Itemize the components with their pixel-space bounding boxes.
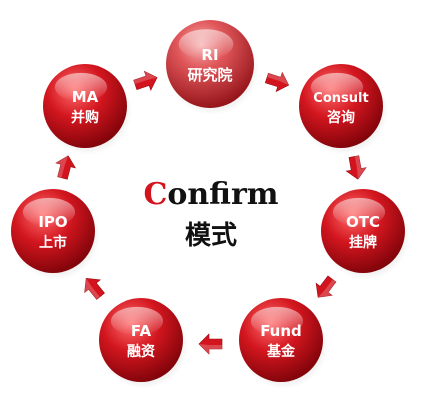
node-fa: FA 融资 bbox=[99, 298, 188, 389]
node-gloss bbox=[110, 306, 164, 336]
flow-arrow-icon bbox=[84, 278, 105, 300]
flow-arrow-icon bbox=[55, 155, 77, 180]
flow-arrow-icon bbox=[345, 155, 367, 180]
node-label-en: Consult bbox=[313, 91, 368, 106]
flow-arrow-icon bbox=[315, 275, 337, 298]
node-consult: Consult 咨询 bbox=[299, 64, 388, 155]
node-label-cn: 咨询 bbox=[327, 109, 355, 126]
node-gloss bbox=[178, 29, 234, 60]
node-gloss bbox=[250, 306, 304, 336]
node-ipo: IPO 上市 bbox=[11, 189, 100, 280]
center-title-initial: C bbox=[143, 177, 167, 212]
node-gloss bbox=[332, 197, 386, 227]
node-label-en: FA bbox=[131, 322, 152, 340]
node-label-en: RI bbox=[201, 46, 218, 64]
node-label-cn: 上市 bbox=[39, 234, 67, 251]
node-label-en: Fund bbox=[260, 322, 302, 340]
flow-arrow-icon bbox=[198, 333, 223, 355]
arrows-layer bbox=[55, 70, 367, 355]
node-label-cn: 基金 bbox=[267, 343, 296, 360]
flow-arrow-icon bbox=[133, 70, 158, 92]
node-otc: OTC 挂牌 bbox=[321, 189, 410, 280]
nodes-layer: RI 研究院 Consult 咨询 OTC 挂牌 Fund 基金 FA 融资 IPO 上市 MA 并购 bbox=[11, 20, 410, 389]
center-title: Confirm bbox=[143, 177, 278, 212]
center-subtitle: 模式 bbox=[185, 221, 237, 251]
node-label-cn: 融资 bbox=[127, 343, 155, 360]
node-label-cn: 并购 bbox=[71, 109, 99, 126]
node-label-en: IPO bbox=[38, 213, 67, 231]
node-label-cn: 研究院 bbox=[187, 66, 232, 84]
node-ma: MA 并购 bbox=[43, 64, 132, 155]
node-fund: Fund 基金 bbox=[239, 298, 328, 389]
center-label: Confirm 模式 bbox=[143, 177, 278, 251]
center-title-rest: onfirm bbox=[167, 177, 278, 212]
node-gloss bbox=[22, 197, 76, 227]
node-gloss bbox=[310, 72, 364, 102]
node-gloss bbox=[54, 72, 108, 102]
node-ri: RI 研究院 bbox=[166, 20, 259, 115]
flow-arrow-icon bbox=[264, 71, 290, 93]
node-label-en: OTC bbox=[346, 213, 380, 231]
node-label-cn: 挂牌 bbox=[349, 234, 377, 251]
node-label-en: MA bbox=[72, 88, 99, 106]
